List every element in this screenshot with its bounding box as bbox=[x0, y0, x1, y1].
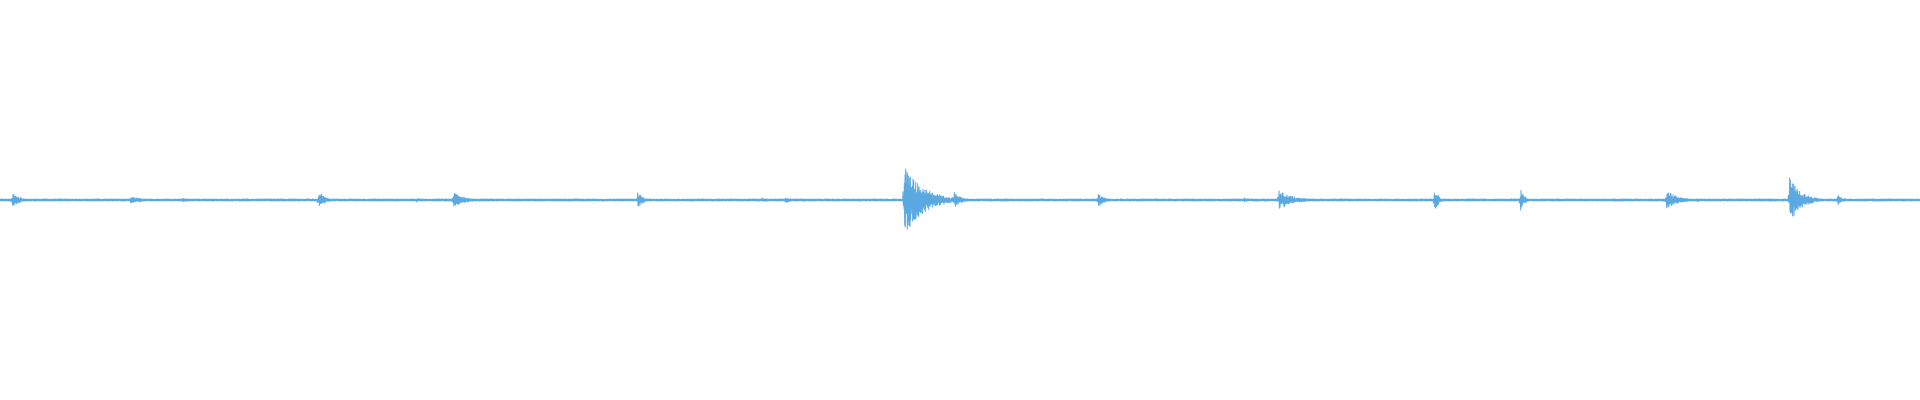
waveform-trace bbox=[0, 168, 1920, 230]
